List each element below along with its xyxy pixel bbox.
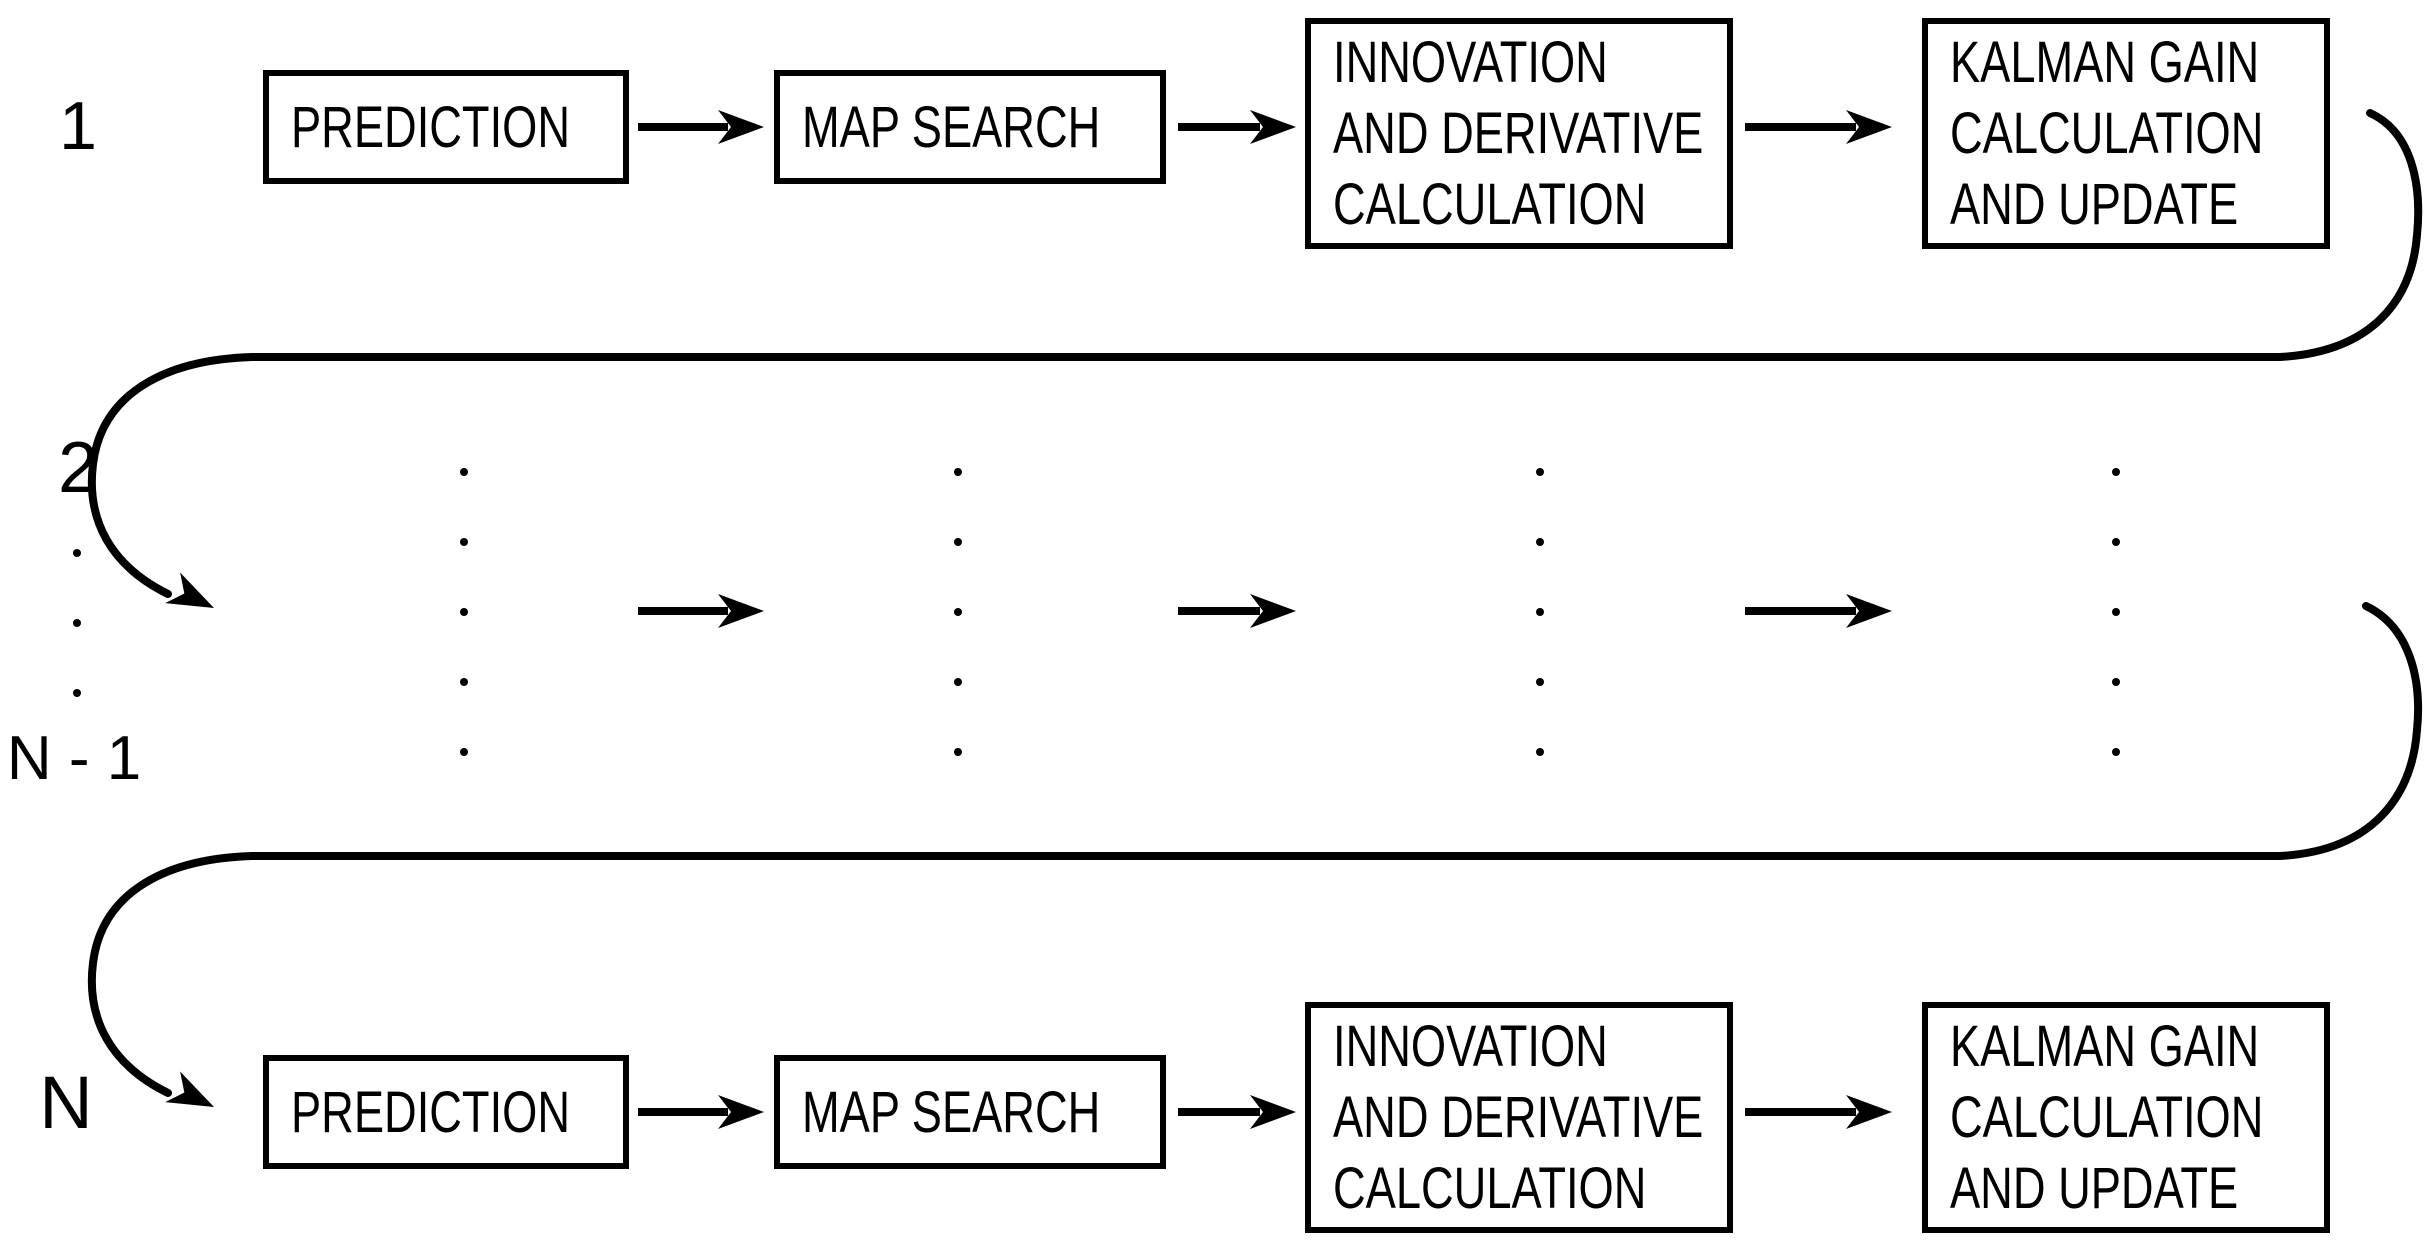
stage-label: INNOVATION AND DERIVATIVE CALCULATION xyxy=(1333,1014,1704,1221)
ellipsis-dot xyxy=(954,678,962,686)
stage-label: PREDICTION xyxy=(291,94,570,160)
stage-label: KALMAN GAIN CALCULATION AND UPDATE xyxy=(1950,1014,2264,1221)
stage-label: KALMAN GAIN CALCULATION AND UPDATE xyxy=(1950,30,2264,237)
ellipsis-dot xyxy=(954,468,962,476)
ellipsis-dot xyxy=(460,678,468,686)
iteration-label-ellipsis xyxy=(73,549,81,697)
loop-connector-row1-to-row2 xyxy=(87,109,2423,608)
loop-connector-rowN1-to-rowN xyxy=(87,602,2423,1107)
arrowhead-icon xyxy=(718,110,764,144)
flow-arrow-rowN-mapsearch-to-innovation xyxy=(1178,1095,1296,1129)
flow-arrow-row1-prediction-to-mapsearch xyxy=(638,110,764,144)
iteration-label-n-minus-1: N - 1 xyxy=(6,724,142,793)
flow-arrow-middle-1 xyxy=(638,594,764,628)
ellipsis-dot xyxy=(460,748,468,756)
stage-box-map-search-rowN: MAP SEARCH xyxy=(774,1055,1166,1169)
ellipsis-dot xyxy=(954,608,962,616)
arrowhead-icon xyxy=(718,594,764,628)
flow-arrow-rowN-innovation-to-kalman xyxy=(1745,1095,1892,1129)
arrowhead-icon xyxy=(1846,110,1892,144)
stage-box-prediction-rowN: PREDICTION xyxy=(263,1055,629,1169)
iteration-label-n: N xyxy=(39,1061,93,1144)
flow-arrow-row1-innovation-to-kalman xyxy=(1745,110,1892,144)
stage-box-prediction-row1: PREDICTION xyxy=(263,70,629,184)
ellipsis-dot xyxy=(1536,748,1544,756)
ellipsis-dot xyxy=(73,619,81,627)
stage-box-innovation-row1: INNOVATION AND DERIVATIVE CALCULATION xyxy=(1305,18,1733,249)
iteration-label-2: 2 xyxy=(57,428,99,508)
ellipsis-dot xyxy=(73,689,81,697)
ellipsis-dot xyxy=(73,549,81,557)
arrowhead-icon xyxy=(165,572,214,608)
ellipsis-column-kalman xyxy=(2112,468,2120,756)
stage-box-innovation-rowN: INNOVATION AND DERIVATIVE CALCULATION xyxy=(1305,1002,1733,1233)
ellipsis-dot xyxy=(954,538,962,546)
stage-box-kalman-gain-row1: KALMAN GAIN CALCULATION AND UPDATE xyxy=(1922,18,2330,249)
ellipsis-dot xyxy=(2112,748,2120,756)
ellipsis-dot xyxy=(1536,538,1544,546)
arrowhead-icon xyxy=(1250,110,1296,144)
flow-arrow-rowN-prediction-to-mapsearch xyxy=(638,1095,764,1129)
ellipsis-dot xyxy=(954,748,962,756)
arrowhead-icon xyxy=(1250,1095,1296,1129)
ellipsis-dot xyxy=(2112,678,2120,686)
arrowhead-icon xyxy=(165,1071,214,1107)
ellipsis-column-prediction xyxy=(460,468,468,756)
arrowhead-icon xyxy=(718,1095,764,1129)
ellipsis-dot xyxy=(2112,468,2120,476)
stage-label: INNOVATION AND DERIVATIVE CALCULATION xyxy=(1333,30,1704,237)
arrowhead-icon xyxy=(1250,594,1296,628)
stage-label: MAP SEARCH xyxy=(802,1079,1101,1145)
ellipsis-dot xyxy=(1536,678,1544,686)
ellipsis-dot xyxy=(460,538,468,546)
ellipsis-dot xyxy=(1536,608,1544,616)
stage-box-map-search-row1: MAP SEARCH xyxy=(774,70,1166,184)
arrowhead-icon xyxy=(1846,594,1892,628)
flow-arrow-middle-3 xyxy=(1745,594,1892,628)
ellipsis-dot xyxy=(460,608,468,616)
flow-arrow-middle-2 xyxy=(1178,594,1296,628)
ellipsis-dot xyxy=(2112,608,2120,616)
ellipsis-dot xyxy=(1536,468,1544,476)
flow-arrow-row1-mapsearch-to-innovation xyxy=(1178,110,1296,144)
stage-box-kalman-gain-rowN: KALMAN GAIN CALCULATION AND UPDATE xyxy=(1922,1002,2330,1233)
ellipsis-dot xyxy=(2112,538,2120,546)
arrowhead-icon xyxy=(1846,1095,1892,1129)
ellipsis-dot xyxy=(460,468,468,476)
stage-label: MAP SEARCH xyxy=(802,94,1101,160)
iteration-label-1: 1 xyxy=(59,88,97,164)
ellipsis-column-innovation xyxy=(1536,468,1544,756)
stage-label: PREDICTION xyxy=(291,1079,570,1145)
ellipsis-column-map-search xyxy=(954,468,962,756)
